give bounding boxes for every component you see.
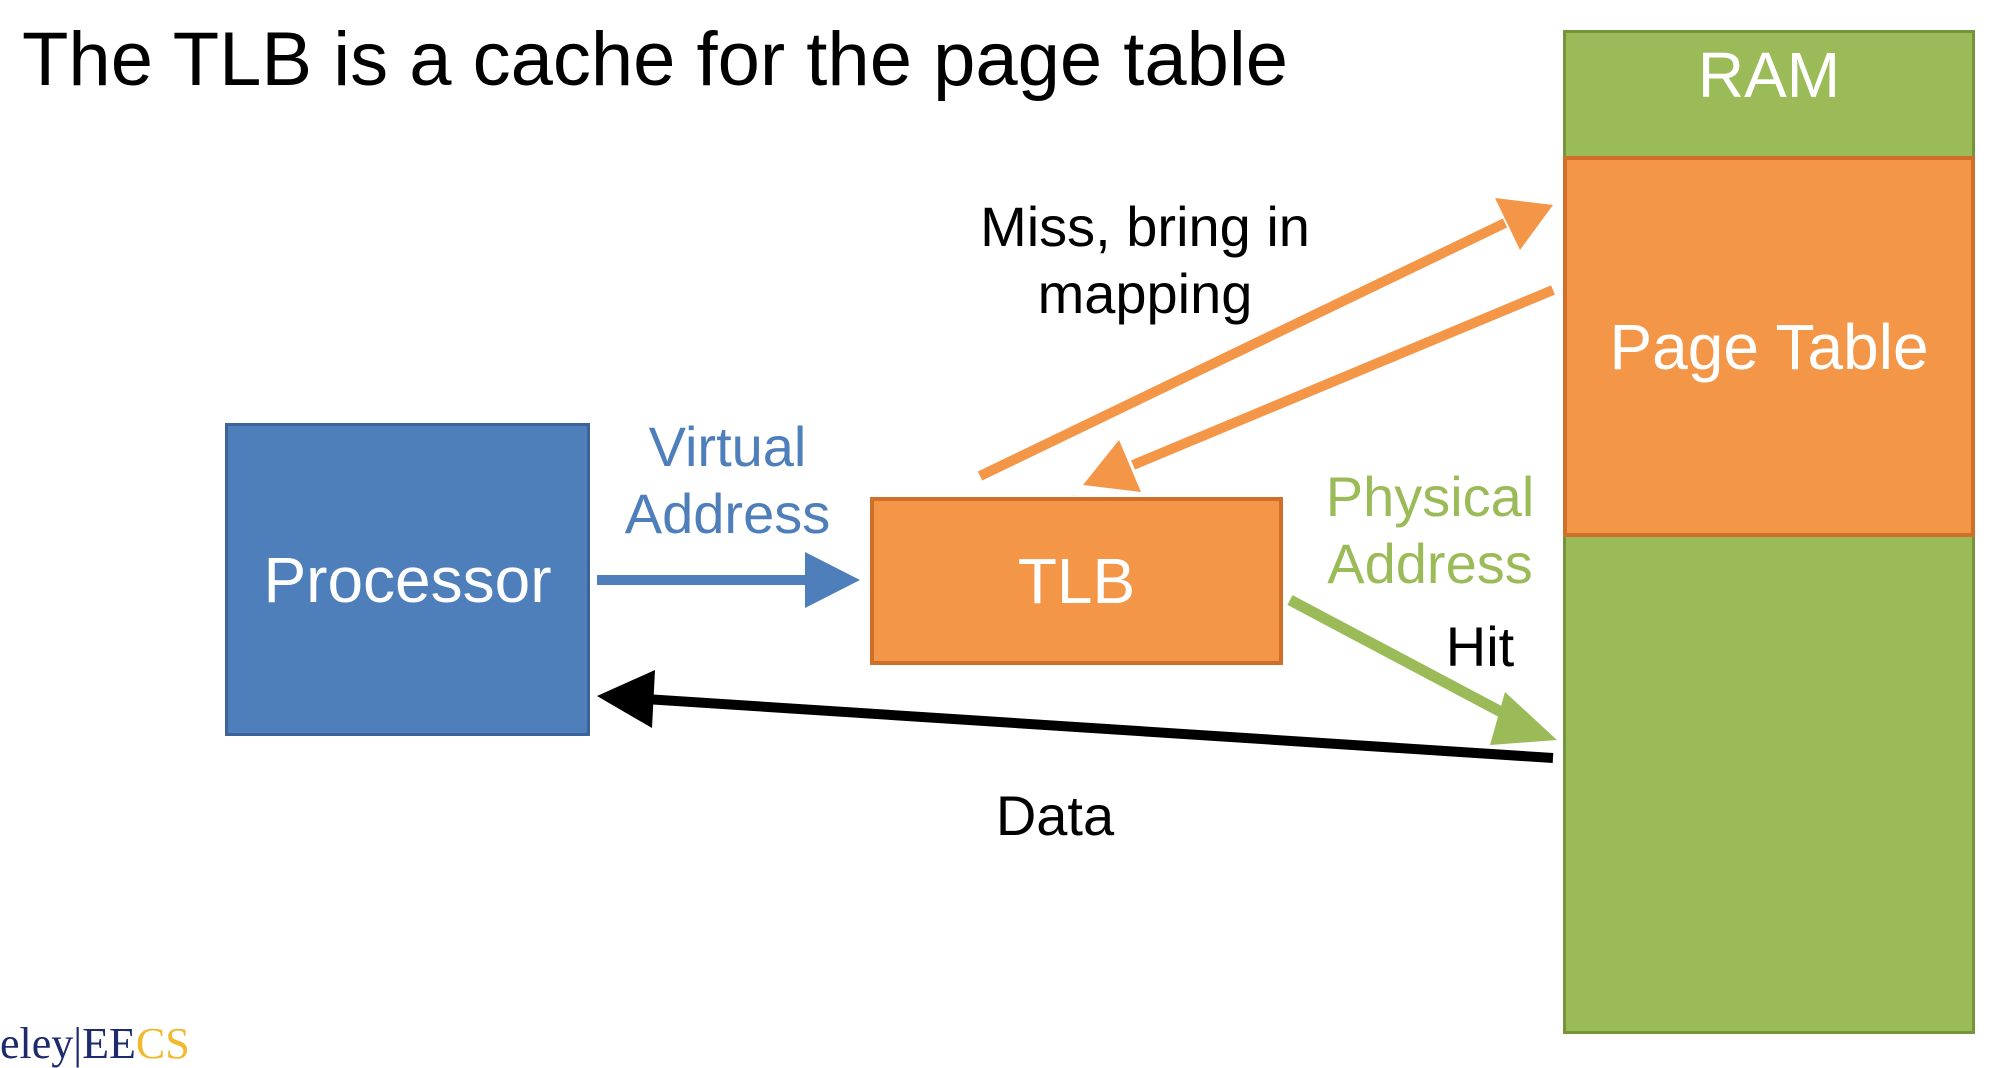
logo-left-text: eley xyxy=(0,1019,74,1068)
data-label: Data xyxy=(995,784,1115,847)
miss-line-2: mapping xyxy=(1037,262,1253,326)
ram-label: RAM xyxy=(1697,39,1841,111)
hit-label: Hit xyxy=(1445,615,1515,678)
data-arrow xyxy=(597,670,1554,763)
miss-line-1: Miss, bring in xyxy=(980,195,1310,258)
logo-right-accent: CS xyxy=(135,1019,190,1068)
page-table-label: Page Table xyxy=(1609,310,1929,383)
miss-request-arrow xyxy=(977,198,1553,481)
mapping-return-arrow xyxy=(1083,285,1555,492)
berkeley-eecs-logo: eley|EECS xyxy=(0,1022,190,1066)
processor-label: Processor xyxy=(263,543,552,616)
virtual-address-line-1: Virtual xyxy=(648,415,807,478)
processor-box: Processor xyxy=(225,423,590,736)
tlb-box: TLB xyxy=(870,497,1283,665)
virtual-address-arrow xyxy=(597,552,860,608)
virtual-address-line-2: Address xyxy=(624,482,831,546)
slide-title: The TLB is a cache for the page table xyxy=(22,17,1289,102)
logo-right-main: EE xyxy=(82,1019,136,1068)
physical-address-line-2: Address xyxy=(1327,532,1533,596)
page-table-box: Page Table xyxy=(1563,156,1975,537)
physical-address-arrow xyxy=(1287,595,1557,745)
miss-label: Miss, bring in mapping xyxy=(930,193,1360,327)
physical-address-line-1: Physical xyxy=(1325,465,1535,528)
virtual-address-label: Virtual Address xyxy=(605,413,850,547)
tlb-label: TLB xyxy=(1017,545,1136,617)
logo-divider: | xyxy=(73,1019,83,1068)
physical-address-label: Physical Address xyxy=(1300,463,1560,597)
